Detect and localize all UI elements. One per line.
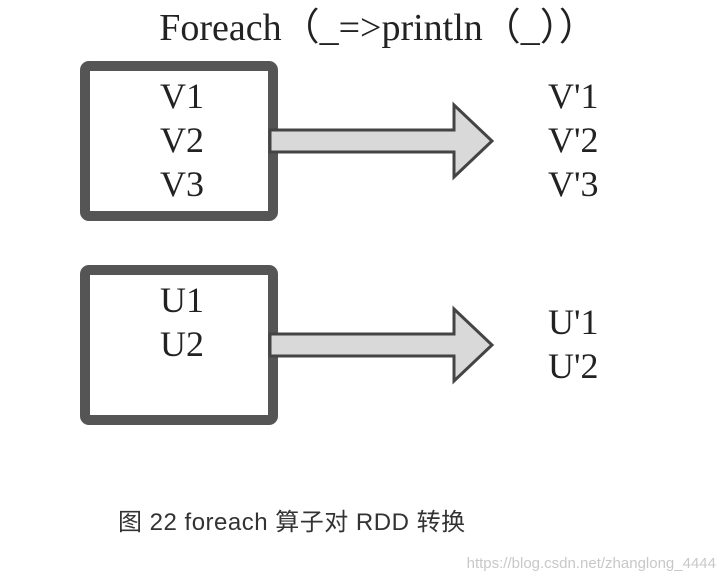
figure-caption: 图 22 foreach 算子对 RDD 转换 bbox=[118, 509, 466, 536]
output-item: U'1 bbox=[548, 302, 598, 342]
output-item: V'2 bbox=[548, 120, 598, 160]
output-item: U'2 bbox=[548, 346, 598, 386]
input-item: U1 bbox=[160, 280, 204, 320]
transform-arrow bbox=[268, 305, 495, 385]
output-item: V'1 bbox=[548, 76, 598, 116]
group-u: U1 U2 U'1 U'2 bbox=[80, 265, 598, 425]
input-item: V1 bbox=[160, 76, 204, 116]
input-item: V2 bbox=[160, 120, 204, 160]
watermark-url: https://blog.csdn.net/zhanglong_4444 bbox=[466, 555, 716, 572]
diagram-title: Foreach（_=>println（_）） bbox=[159, 7, 597, 49]
input-item: U2 bbox=[160, 324, 204, 364]
input-item: V3 bbox=[160, 164, 204, 204]
group-v: V1 V2 V3 V'1 V'2 V'3 bbox=[80, 61, 598, 221]
transform-arrow bbox=[268, 101, 495, 181]
output-item: V'3 bbox=[548, 164, 598, 204]
